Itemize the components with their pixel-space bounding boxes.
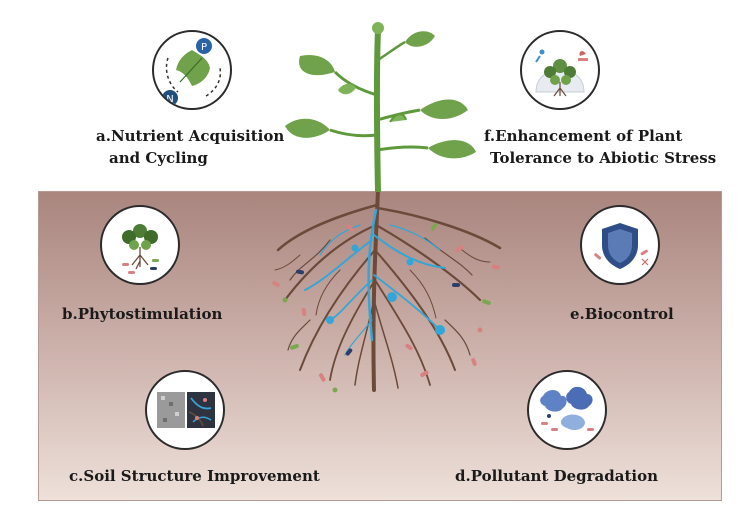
label-f-line2: Tolerance to Abiotic Stress <box>490 149 717 167</box>
plant-with-microbes-icon <box>100 205 180 285</box>
label-d: d.Pollutant Degradation <box>455 467 659 485</box>
label-a-line1: a.Nutrient Acquisition <box>96 127 285 145</box>
label-c: c.Soil Structure Improvement <box>69 467 320 485</box>
label-a-line2: and Cycling <box>109 149 208 167</box>
soil-aggregate-icon <box>145 370 225 450</box>
pollutant-degradation-icon <box>527 370 607 450</box>
soil-microbes <box>272 223 500 393</box>
stem-and-leaves <box>285 22 476 193</box>
root-nodules <box>326 244 445 335</box>
label-e: e.Biocontrol <box>570 305 674 323</box>
roots <box>274 188 502 392</box>
nitrogen-letter: N <box>166 94 173 105</box>
shield-icon <box>580 205 660 285</box>
phosphorus-letter: P <box>201 42 207 53</box>
nutrient-cycle-icon: P N <box>152 30 232 110</box>
plant-under-dome-icon <box>520 30 600 110</box>
label-b: b.Phytostimulation <box>62 305 223 323</box>
mycorrhizal-hyphae <box>304 208 446 356</box>
label-f-line1: f.Enhancement of Plant <box>484 127 683 145</box>
